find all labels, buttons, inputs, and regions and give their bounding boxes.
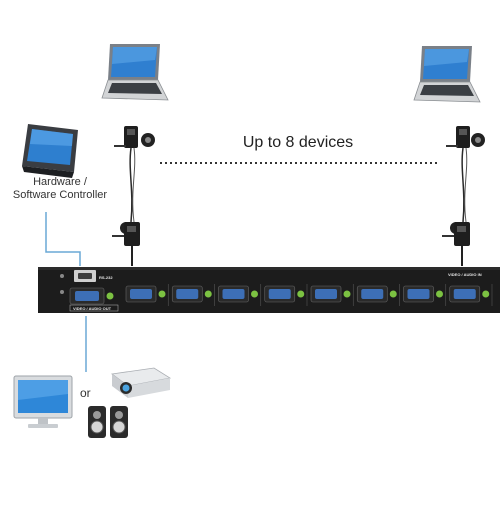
projector-icon bbox=[110, 367, 172, 398]
devices-count-label: Up to 8 devices bbox=[242, 134, 354, 151]
controller-label-line1: Hardware / bbox=[33, 176, 87, 188]
video-input-port bbox=[171, 284, 215, 306]
rs232-label: RS-232 bbox=[99, 275, 113, 280]
controller-label: Hardware / Software Controller bbox=[0, 176, 120, 202]
connector-lines bbox=[45, 212, 87, 372]
controller-label-line2: Software Controller bbox=[12, 189, 108, 201]
video-input-port bbox=[356, 284, 400, 306]
laptop-icon bbox=[101, 44, 169, 101]
input-ports bbox=[125, 284, 493, 306]
video-input-port bbox=[218, 284, 262, 306]
touch-panel-controller-icon bbox=[22, 124, 78, 178]
video-input-port bbox=[310, 284, 354, 306]
cable-extender-icon bbox=[112, 126, 155, 266]
video-output-port bbox=[69, 287, 114, 305]
video-input-port bbox=[403, 284, 447, 306]
video-input-port bbox=[264, 284, 308, 306]
cable-extender-icon bbox=[442, 126, 485, 266]
video-input-port bbox=[125, 284, 169, 306]
laptop-icon bbox=[413, 46, 481, 103]
video-input-port bbox=[449, 284, 493, 306]
output-label: VIDEO / AUDIO OUT bbox=[73, 306, 112, 311]
switch-front-panel: RS-232 VIDEO / AUDIO OUT VIDEO / AUDIO I… bbox=[38, 267, 500, 313]
or-label: or bbox=[80, 386, 91, 400]
input-label: VIDEO / AUDIO IN bbox=[448, 272, 482, 277]
monitor-icon bbox=[13, 375, 73, 428]
rs232-port bbox=[74, 270, 96, 282]
speakers-icon bbox=[88, 406, 128, 438]
controller-connector-line bbox=[45, 212, 81, 266]
